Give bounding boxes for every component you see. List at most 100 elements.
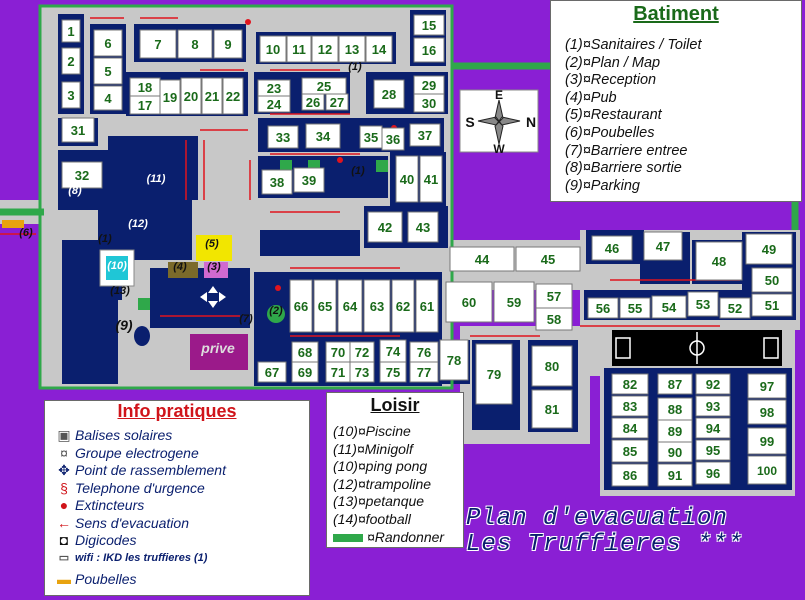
- loisir-item: (10)¤ping pong: [333, 458, 444, 476]
- info-item-text: Telephone d'urgence: [75, 479, 205, 496]
- pitch-lot-53: 53: [687, 291, 719, 317]
- pitch-lot-number: 29: [422, 78, 436, 93]
- pitch-lot-12: 12: [311, 35, 339, 63]
- loisir-item-text: (14)¤football: [333, 510, 411, 527]
- loisir-item: (14)¤football: [333, 511, 444, 529]
- pitch-lot-91: 91: [657, 463, 693, 487]
- pitch-lot-54: 54: [651, 295, 687, 319]
- pitch-lot-number: 30: [422, 96, 436, 111]
- info-item-text: Balises solaires: [75, 427, 173, 443]
- pitch-lot-2: 2: [61, 47, 81, 75]
- pitch-lot-number: 1: [67, 24, 74, 39]
- pitch-lot-1: 1: [61, 19, 81, 43]
- pitch-lot-number: 11: [292, 42, 306, 57]
- pitch-lot-number: 26: [306, 95, 320, 110]
- info-item: §Telephone d'urgence: [57, 480, 226, 498]
- pitch-lot-82: 82: [611, 373, 649, 395]
- pitch-lot-64: 64: [337, 279, 363, 333]
- pitch-lot-17: 17: [129, 95, 161, 115]
- pitch-lot-67: 67: [257, 361, 287, 383]
- pitch-lot-88: 88: [657, 397, 693, 421]
- pitch-lot-27: 27: [325, 93, 349, 111]
- loisir-item-text: (10)¤ping pong: [333, 458, 428, 475]
- pitch-lot-68: 68: [291, 341, 319, 363]
- digicode-icon: ◘: [59, 532, 69, 548]
- pitch-lot-number: 43: [416, 220, 430, 235]
- loisir-item-text: (12)¤trampoline: [333, 475, 432, 492]
- pitch-lot-7: 7: [139, 29, 177, 59]
- pitch-lot-77: 77: [409, 361, 439, 383]
- pitch-lot-number: 83: [623, 399, 637, 414]
- loisir-item-text: (13)¤petanque: [333, 493, 425, 510]
- pitch-lot-35: 35: [359, 125, 383, 149]
- pitch-lot-number: 33: [276, 130, 290, 145]
- info-item: ▬Poubelles: [57, 567, 226, 591]
- batiment-item: (4)¤Pub: [565, 89, 617, 106]
- pitch-lot-13: 13: [338, 35, 366, 63]
- info-item: ◘ Digicodes: [57, 532, 226, 550]
- pitch-lot-42: 42: [367, 211, 403, 243]
- info-title: Info pratiques: [117, 401, 237, 421]
- info-item-text: Digicodes: [75, 532, 137, 548]
- pitch-lot-75: 75: [379, 361, 407, 383]
- pitch-lot-48: 48: [695, 241, 743, 281]
- facility-label: (1): [351, 165, 365, 177]
- info-item: ▣Balises solaires: [57, 427, 226, 445]
- pitch-lot-72: 72: [349, 341, 375, 363]
- pitch-lot-number: 48: [712, 254, 726, 269]
- pitch-lot-number: 22: [226, 89, 240, 104]
- pitch-lot-number: 36: [386, 132, 400, 147]
- pitch-lot-number: 45: [541, 252, 555, 267]
- pitch-lot-number: 31: [71, 123, 85, 138]
- pitch-lot-number: 6: [104, 36, 111, 51]
- info-pratiques-legend: Info pratiques ▣Balises solaires¤Groupe …: [44, 400, 310, 596]
- pitch-lot-number: 61: [420, 299, 434, 314]
- pitch-lot-5: 5: [93, 57, 123, 85]
- loisir-item: (12)¤trampoline: [333, 476, 444, 494]
- batiment-list: (1)¤Sanitaires / Toilet(2)¤Plan / Map(3)…: [565, 37, 701, 195]
- pitch-lot-number: 35: [364, 130, 378, 145]
- compass-label-bottom: W: [493, 142, 505, 156]
- pitch-lot-78: 78: [439, 339, 469, 381]
- pitch-lot-number: 54: [662, 300, 677, 315]
- pitch-lot-number: 46: [605, 241, 619, 256]
- pitch-lot-number: 65: [318, 299, 332, 314]
- pitch-lot-number: 25: [317, 79, 331, 94]
- pitch-lot-23: 23: [257, 79, 291, 97]
- pitch-lot-62: 62: [391, 279, 415, 333]
- pitch-lot-number: 93: [706, 399, 720, 414]
- pitch-lot-number: 70: [331, 345, 345, 360]
- pitch-lot-number: 12: [318, 42, 332, 57]
- facility-label: (1): [348, 61, 362, 73]
- pitch-lot-11: 11: [286, 35, 312, 63]
- pitch-lot-4: 4: [93, 85, 123, 111]
- hiking-path-swatch: [333, 533, 363, 542]
- plan-title: Plan d'evacuation Les Truffieres ***: [466, 506, 802, 558]
- pitch-lot-38: 38: [261, 169, 293, 195]
- pitch-lot-47: 47: [643, 231, 683, 261]
- pitch-lot-19: 19: [159, 79, 181, 115]
- pub-building: [168, 262, 198, 278]
- pitch-lot-number: 50: [765, 273, 779, 288]
- pitch-lot-number: 10: [266, 42, 280, 57]
- pitch-lot-number: 90: [668, 445, 682, 460]
- pitch-lot-number: 44: [475, 252, 490, 267]
- pitch-lot-15: 15: [413, 14, 445, 36]
- facility-label: prive: [200, 340, 235, 356]
- pitch-lot-59: 59: [493, 281, 535, 323]
- pitch-lot-number: 55: [628, 301, 642, 316]
- pitch-lot-number: 89: [668, 424, 682, 439]
- compass-label-top: E: [495, 88, 503, 102]
- compass-label-left: S: [465, 114, 474, 130]
- loisir-item: ¤Randonner: [333, 529, 444, 547]
- pitch-lot-21: 21: [201, 77, 223, 115]
- pitch-lot-number: 57: [547, 289, 561, 304]
- map-location-marker: [267, 305, 285, 323]
- pitch-lot-number: 78: [447, 353, 461, 368]
- pitch-lot-number: 80: [545, 359, 559, 374]
- info-item: ¤Groupe electrogene: [57, 445, 226, 463]
- pitch-lot-69: 69: [291, 361, 319, 383]
- batiment-item: (3)¤Reception: [565, 72, 657, 89]
- loisir-item-text: (10)¤Piscine: [333, 423, 411, 439]
- reception-building: [204, 262, 228, 278]
